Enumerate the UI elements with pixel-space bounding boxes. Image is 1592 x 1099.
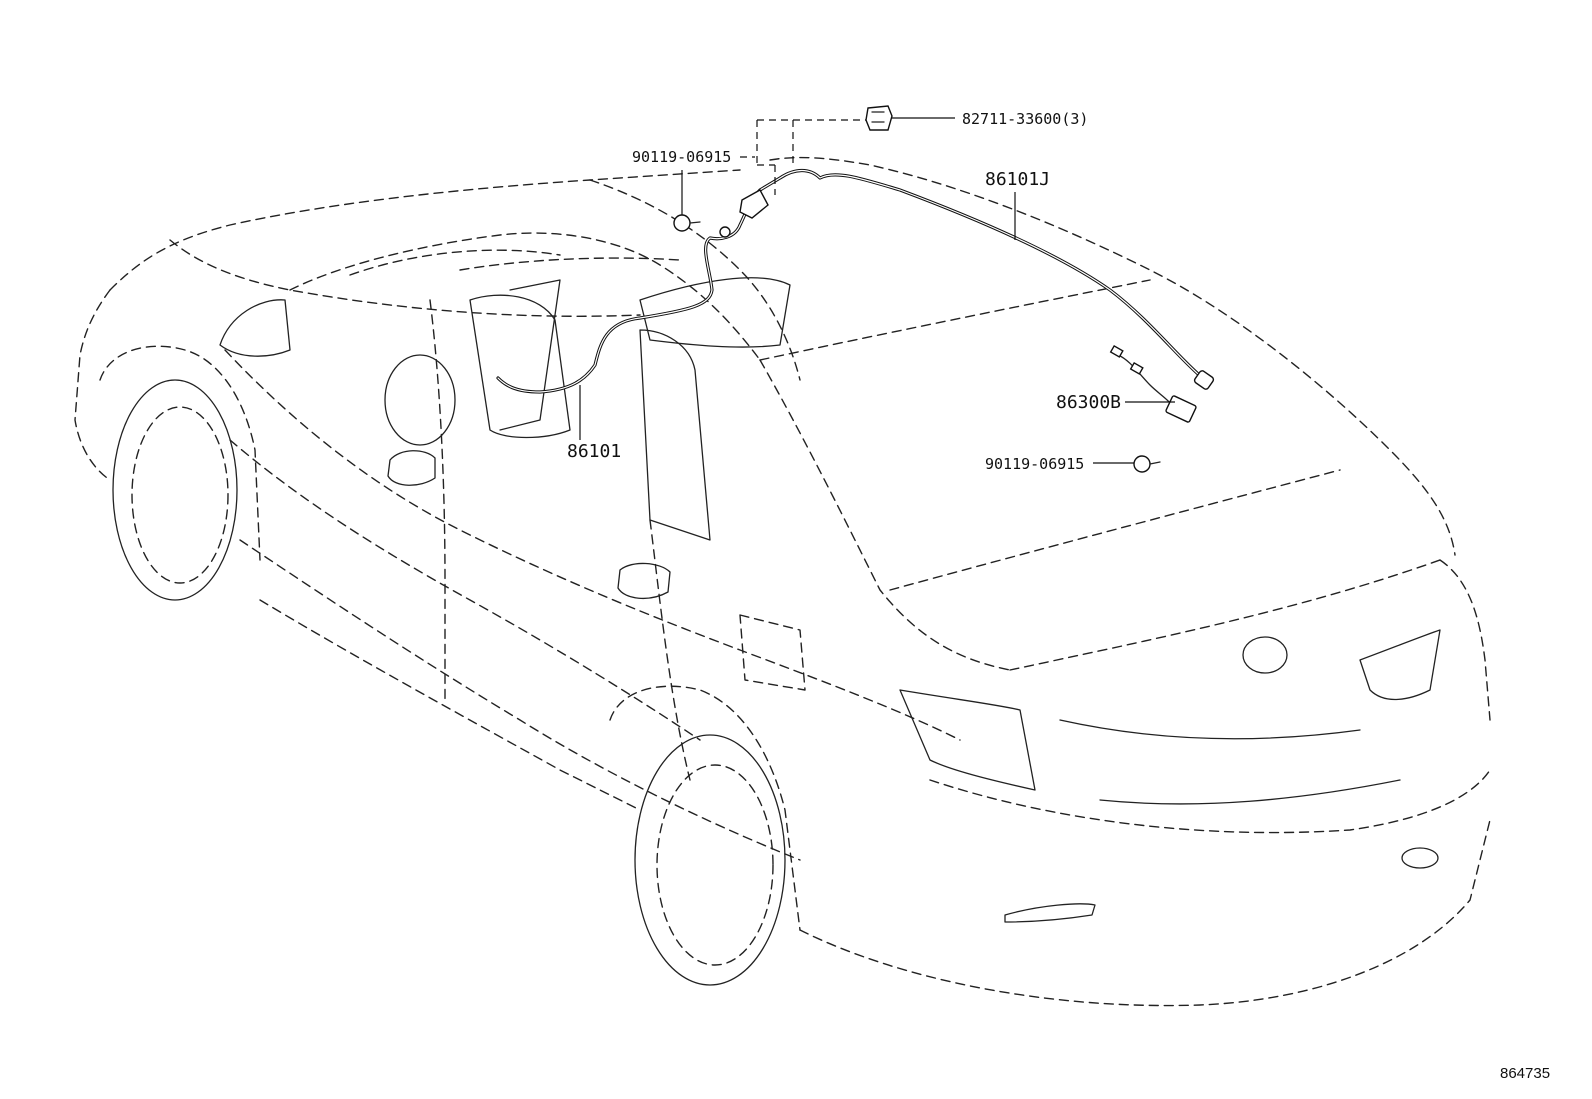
right-tail-light [1359,629,1441,701]
label-antenna-amplifier: 86300B [1056,392,1121,413]
label-clip: 82711-33600(3) [962,110,1088,128]
antenna-cord-assembly [496,168,1215,394]
label-bolt-bottom: 90119-06915 [985,455,1084,473]
label-antenna-cord-front: 86101 [567,441,621,462]
rear-wheel [634,734,786,986]
side-mirror [219,299,291,357]
car-body-outline [74,156,1491,1007]
exhaust-tip [1401,847,1439,869]
car-details [112,277,1441,986]
left-tail-light [899,689,1036,791]
amplifier-body [1165,395,1197,423]
leader-lines [579,117,1175,464]
antenna-cord-rear-path [496,168,1207,394]
front-door-handle [387,450,436,486]
rear-emblem [1242,636,1288,674]
antenna-amplifier [1109,344,1197,423]
bolt-bottom [1133,455,1161,473]
rear-door-handle [617,562,671,599]
clip-icon [865,105,893,131]
bolt-top [673,214,701,232]
bolt-top-icon [673,214,691,232]
rear-connector [1193,370,1215,390]
roof-bracket [739,189,769,219]
reference-number: 864735 [1500,1065,1550,1082]
clip-part [865,105,893,131]
label-antenna-cord-rear: 86101J [985,169,1050,190]
label-bolt-top: 90119-06915 [632,148,731,166]
bolt-bottom-icon [1133,455,1151,473]
front-wheel [112,379,238,601]
